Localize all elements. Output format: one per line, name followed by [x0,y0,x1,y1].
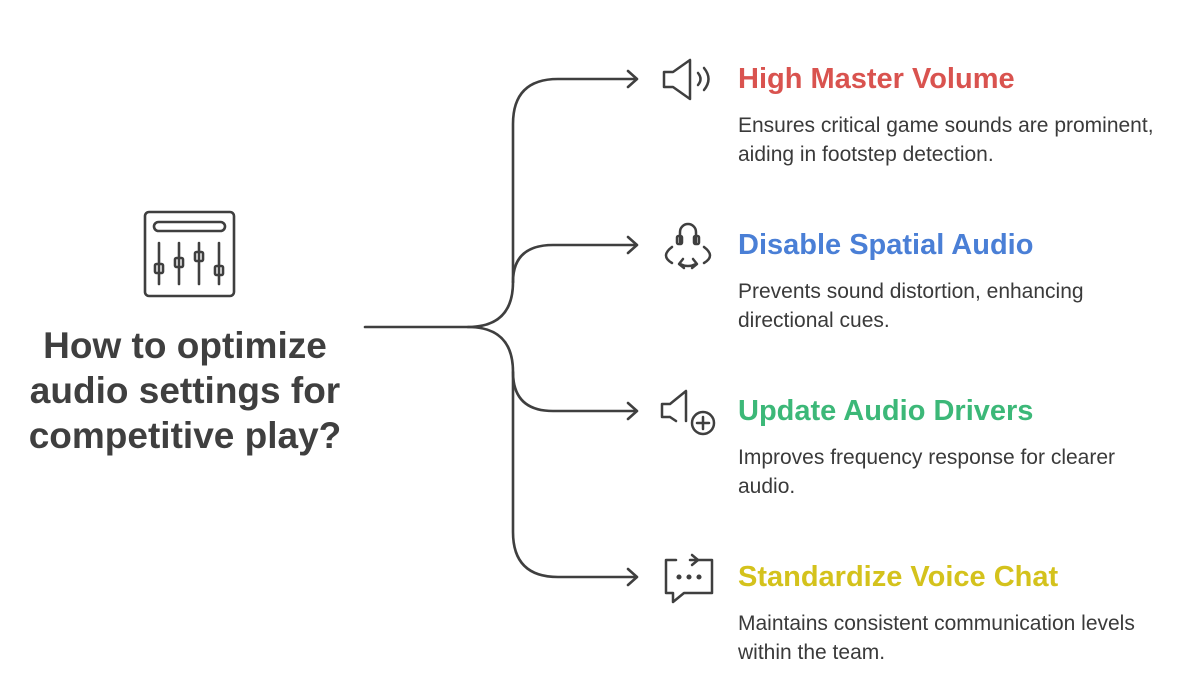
branch-title: High Master Volume [738,63,1015,95]
connector-branch-2 [466,325,638,413]
central-question: How to optimize audio settings for compe… [28,325,342,456]
speaker-volume-icon [662,58,710,101]
branch-description: Maintains consistent communication level… [738,612,1135,664]
branch-standardize-voice-chat: Standardize Voice Chat Maintains consist… [738,559,1178,667]
branch-title: Update Audio Drivers [738,395,1034,427]
branch-title: Disable Spatial Audio [738,229,1034,261]
branch-disable-spatial-audio: Disable Spatial Audio Prevents sound dis… [738,227,1178,335]
branch-description: Prevents sound distortion, enhancing dir… [738,280,1084,332]
branch-title: Standardize Voice Chat [738,561,1059,593]
connector-branch-1 [511,243,638,284]
branch-description: Ensures critical game sounds are promine… [738,114,1154,166]
connector-trunk [363,280,515,329]
arrowhead-3 [626,567,639,587]
chat-bubble-icon [664,553,714,604]
arrowhead-2 [626,401,639,421]
connector-branch-3 [511,370,638,579]
connector-branch-0 [511,77,638,284]
branch-high-master-volume: High Master Volume Ensures critical game… [738,61,1178,169]
arrowhead-1 [626,235,639,255]
speaker-plus-icon [660,389,716,436]
spatial-audio-icon [664,222,712,270]
branch-description: Improves frequency response for clearer … [738,446,1116,498]
branch-update-audio-drivers: Update Audio Drivers Improves frequency … [738,393,1178,501]
arrowhead-0 [626,69,639,89]
connector-lines [363,69,639,587]
mixer-icon [143,210,236,298]
